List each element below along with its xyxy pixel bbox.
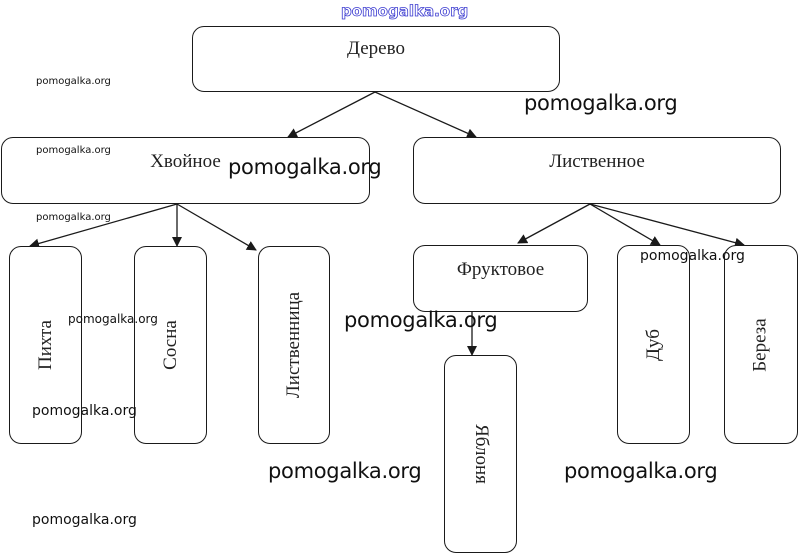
watermark: pomogalka.org	[268, 459, 422, 483]
watermark: pomogalka.org	[32, 403, 137, 419]
edge-deciduous-to-oak	[589, 203, 661, 246]
watermark: pomogalka.org	[36, 145, 111, 156]
watermark: pomogalka.org	[36, 212, 111, 223]
watermark: pomogalka.org	[564, 459, 718, 483]
node-root: Дерево	[192, 26, 560, 92]
watermark: pomogalka.org	[524, 91, 678, 115]
node-deciduous-label: Лиственное	[549, 151, 645, 172]
edge-root-to-deciduous	[374, 91, 477, 138]
node-root-label: Дерево	[347, 38, 405, 59]
edge-deciduous-to-fruit	[517, 203, 591, 244]
node-apple-label: Яблоня	[470, 424, 492, 484]
watermark: pomogalka.org	[68, 312, 158, 326]
watermark: pomogalka.org	[344, 308, 498, 332]
node-pine-label: Сосна	[159, 320, 181, 370]
edge-deciduous-to-birch	[589, 203, 745, 248]
node-larch-label: Лиственница	[283, 291, 305, 399]
node-coniferous: Хвойное	[1, 137, 370, 204]
node-larch: Лиственница	[258, 246, 330, 444]
watermark-top: pomogalka.org	[341, 2, 469, 21]
edge-root-to-coniferous	[287, 91, 376, 138]
node-oak-label: Дуб	[642, 328, 664, 361]
edge-coniferous-to-fir	[29, 203, 178, 249]
node-birch: Береза	[724, 245, 798, 444]
node-oak: Дуб	[617, 245, 690, 444]
node-fir-label: Пихта	[34, 320, 56, 370]
node-fruit: Фруктовое	[413, 245, 588, 312]
node-pine: Сосна	[134, 246, 207, 444]
watermark: pomogalka.org	[36, 76, 111, 87]
watermark: pomogalka.org	[32, 512, 137, 528]
node-fruit-label: Фруктовое	[456, 259, 545, 280]
node-deciduous: Лиственное	[413, 137, 781, 204]
watermark: pomogalka.org	[228, 155, 382, 179]
node-birch-label: Береза	[749, 317, 771, 372]
node-apple: Яблоня	[444, 355, 517, 553]
edge-coniferous-to-larch	[176, 203, 257, 251]
node-fir: Пихта	[9, 246, 82, 444]
watermark: pomogalka.org	[640, 248, 745, 264]
node-coniferous-label: Хвойное	[150, 151, 221, 172]
